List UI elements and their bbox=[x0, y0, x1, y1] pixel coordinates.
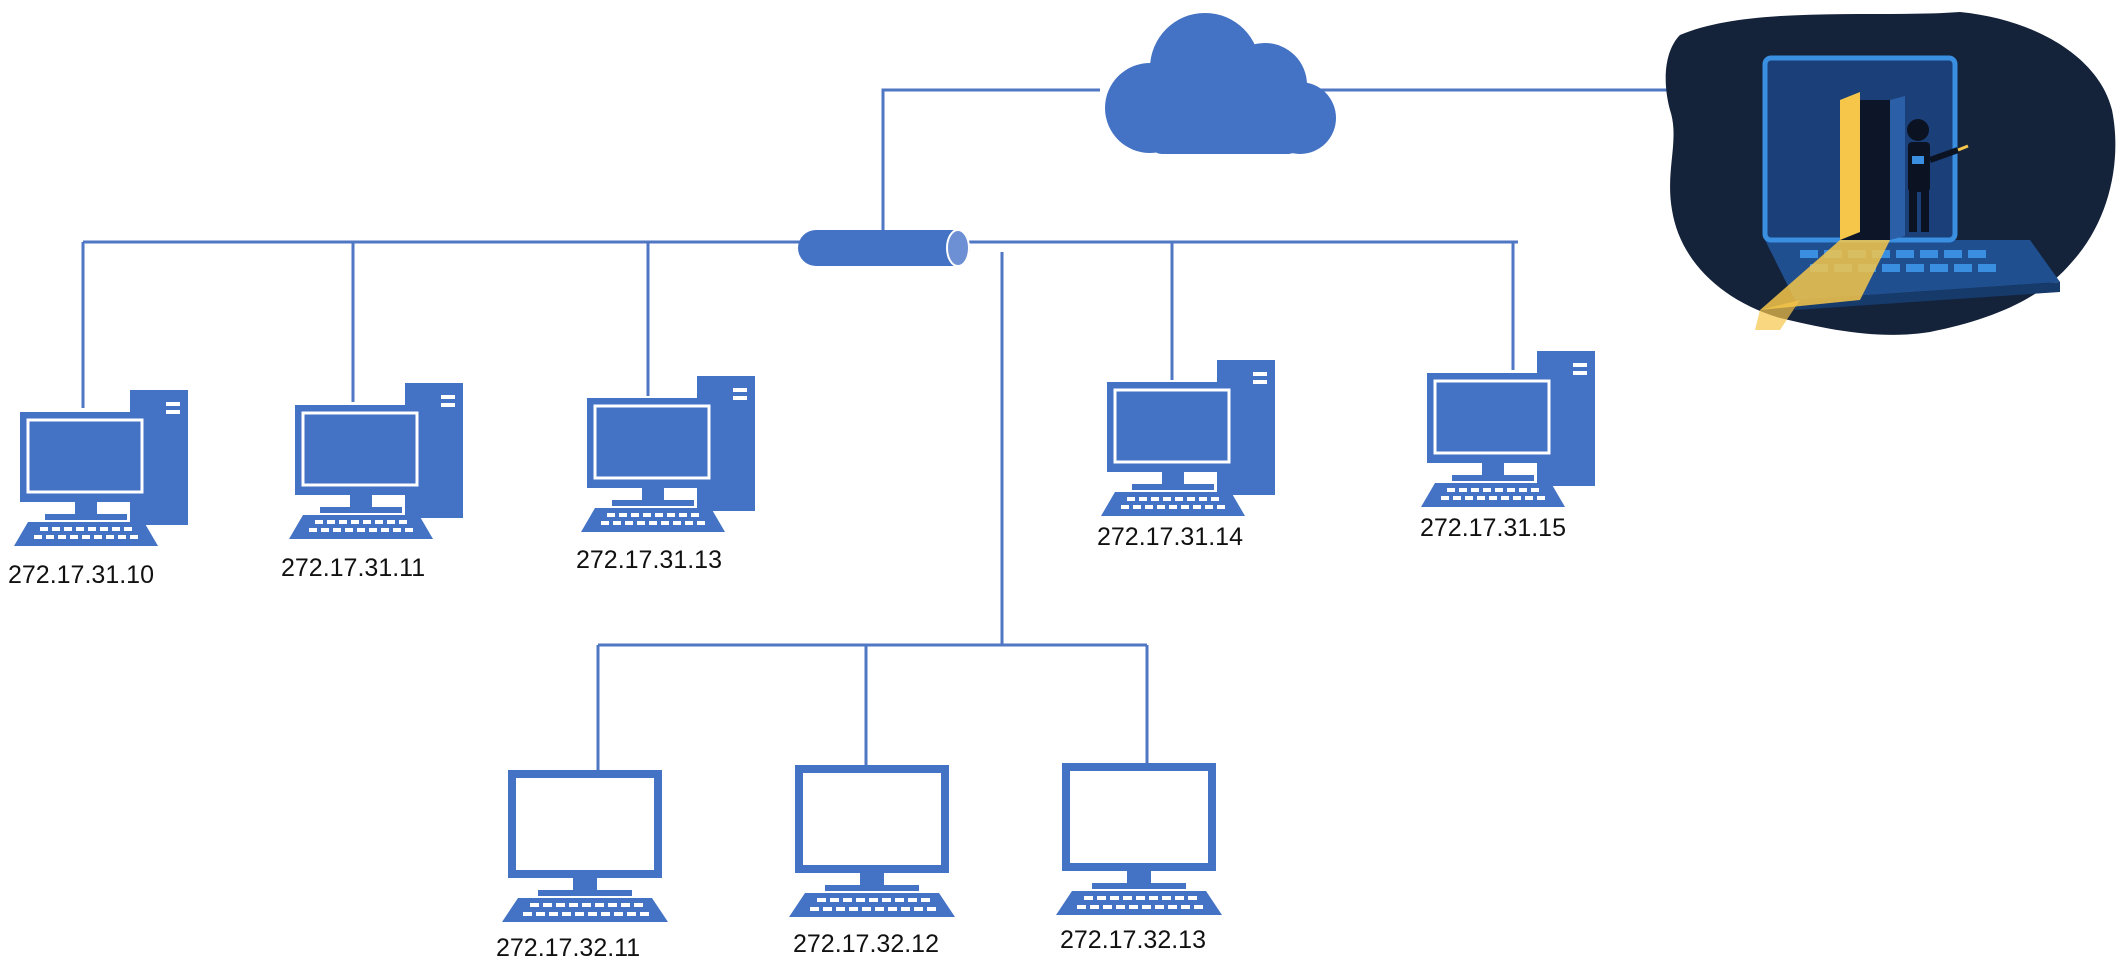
terminal-ip-label: 272.17.32.12 bbox=[793, 930, 939, 958]
desktop-computer-icon bbox=[1419, 349, 1597, 509]
host-ip-label: 272.17.31.13 bbox=[576, 546, 722, 574]
terminal-computer-icon bbox=[1056, 767, 1222, 915]
terminal-ip-label: 272.17.32.11 bbox=[496, 934, 640, 962]
host-ip-label: 272.17.31.11 bbox=[281, 554, 425, 582]
terminal-computer-icon bbox=[502, 774, 668, 922]
network-switch-icon bbox=[798, 229, 970, 267]
desktop-computer-icon bbox=[12, 388, 190, 548]
host-ip-label: 272.17.31.14 bbox=[1097, 523, 1243, 551]
hacker-intruder-illustration bbox=[1665, 12, 2116, 335]
desktop-computer-icon bbox=[1099, 358, 1277, 518]
host-ip-label: 272.17.31.15 bbox=[1420, 514, 1566, 542]
host-ip-label: 272.17.31.10 bbox=[8, 561, 154, 589]
terminal-computer-icon bbox=[789, 769, 955, 917]
desktop-computer-icon bbox=[287, 381, 465, 541]
switch-to-cloud-link bbox=[881, 88, 1100, 230]
cloud-icon bbox=[1105, 13, 1336, 154]
terminal-ip-label: 272.17.32.13 bbox=[1060, 926, 1206, 954]
desktop-computer-icon bbox=[579, 374, 757, 534]
